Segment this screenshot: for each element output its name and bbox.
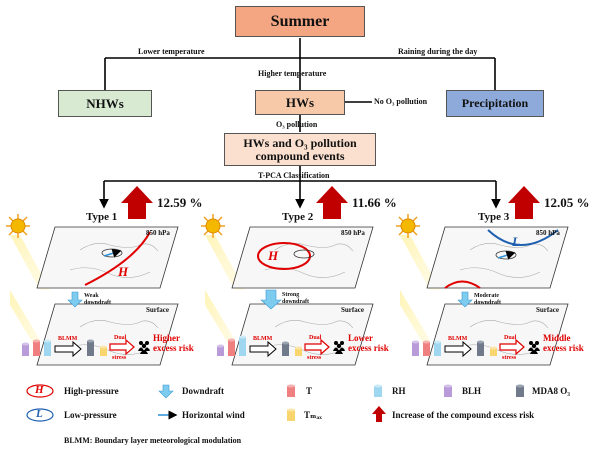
raining-label: Raining during the day — [398, 47, 478, 56]
type-2-label: Type 2 — [282, 211, 314, 223]
type-2-surface-label: Surface — [341, 306, 364, 314]
cylinder-group-1 — [22, 339, 107, 356]
type-1-pressure-symbol: H — [118, 264, 129, 279]
hws-box: HWs — [255, 90, 345, 115]
nhws-box: NHWs — [58, 90, 152, 117]
legend-increase: Increase of the compound excess risk — [392, 410, 535, 420]
type-3-blmm-label: BLMM — [448, 336, 468, 342]
compound-line-2: compound events — [255, 148, 345, 163]
type-2-downdraft-label: Strong downdraft — [282, 292, 309, 306]
type-2-downdraft-line-2: downdraft — [282, 299, 310, 305]
type-3-level-label: 850 hPa — [536, 229, 560, 237]
compound-line-1: HWs and O₃ pollution — [243, 135, 357, 150]
legend-rh: RH — [392, 386, 406, 396]
type-1-stress-label: stress — [112, 355, 127, 361]
blmm-arrows — [54, 340, 472, 358]
panel-type-3 — [400, 226, 569, 366]
legend-mda8: MDA8 O₃ — [532, 386, 570, 396]
type-3-percent: 12.05 % — [544, 195, 590, 210]
legend-downdraft: Downdraft — [182, 386, 224, 396]
sun-icons — [6, 214, 420, 238]
type-3-risk-label: Middle excess risk — [543, 333, 584, 353]
legend-high-pressure: High-pressure — [64, 386, 119, 396]
type-1-surface-label: Surface — [146, 306, 169, 314]
legend-low-pressure: Low-pressure — [64, 410, 117, 420]
cylinder-group-2 — [217, 335, 302, 356]
higher-temperature-label: Higher temperature — [258, 69, 327, 78]
lower-temperature-label: Lower temperature — [138, 47, 205, 56]
tree-connectors — [99, 38, 501, 209]
type-2-downdraft-line-1: Strong — [282, 292, 300, 298]
cylinder-group-3 — [412, 340, 497, 356]
type-2-level-label: 850 hPa — [341, 229, 365, 237]
tpca-label: T-PCA Classification — [258, 171, 330, 180]
type-1-risk-label: Higher excess risk — [153, 333, 194, 353]
people-icons — [138, 341, 540, 354]
type-3-surface-label: Surface — [536, 306, 559, 314]
type-2-risk-label: Lower excess risk — [348, 333, 389, 353]
compound-events-box: HWs and O₃ pollution compound events — [224, 133, 376, 166]
downdraft-arrows — [67, 289, 473, 310]
precipitation-box: Precipitation — [446, 90, 544, 117]
legend-horizontal-wind: Horizontal wind — [182, 410, 245, 420]
type-2-dual-label: Dual — [309, 335, 322, 341]
dual-stress-arrows — [109, 338, 525, 356]
type-3-risk-line-1: Middle — [543, 333, 571, 343]
type-3-risk-line-2: excess risk — [543, 343, 584, 353]
o3-pollution-label: O₃ pollution — [276, 120, 318, 129]
type-1-downdraft-line-1: Weak — [84, 293, 99, 299]
type-3-downdraft-label: Moderate downdraft — [474, 293, 501, 307]
legend-tmax: Tₘₐₓ — [304, 410, 322, 420]
type-3-label: Type 3 — [478, 211, 510, 223]
type-3-downdraft-line-2: downdraft — [474, 300, 502, 306]
no-o3-label: No O₃ pollution — [374, 97, 428, 106]
legend-t: T — [306, 386, 313, 396]
legend-blh: BLH — [462, 386, 482, 396]
type-1-risk-line-1: Higher — [153, 333, 180, 343]
type-1-dual-label: Dual — [114, 335, 127, 341]
footnote: BLMM: Boundary layer meteorological modu… — [64, 436, 242, 445]
summer-box: Summer — [235, 6, 365, 37]
legend-h-symbol: H — [35, 384, 44, 396]
type-3-stress-label: stress — [502, 355, 517, 361]
type-3-downdraft-line-1: Moderate — [474, 293, 499, 299]
type-2-stress-label: stress — [307, 355, 322, 361]
type-1-percent: 12.59 % — [157, 195, 203, 210]
type-3-pressure-symbol: L — [512, 234, 520, 249]
type-1-downdraft-label: Weak downdraft — [84, 293, 111, 307]
type-1-risk-line-2: excess risk — [153, 343, 194, 353]
type-2-risk-line-1: Lower — [348, 333, 373, 343]
type-1-level-label: 850 hPa — [146, 229, 170, 237]
type-2-percent: 11.66 % — [352, 195, 397, 210]
type-1-label: Type 1 — [86, 211, 118, 223]
legend-l-symbol: L — [36, 408, 43, 420]
type-3-dual-label: Dual — [504, 335, 517, 341]
red-increase-arrows — [121, 186, 540, 219]
type-2-blmm-label: BLMM — [253, 336, 273, 342]
legend-graphics — [26, 384, 524, 422]
type-1-blmm-label: BLMM — [58, 336, 78, 342]
type-2-risk-line-2: excess risk — [348, 343, 389, 353]
type-2-pressure-symbol: H — [268, 248, 279, 263]
type-1-downdraft-line-2: downdraft — [84, 300, 112, 306]
